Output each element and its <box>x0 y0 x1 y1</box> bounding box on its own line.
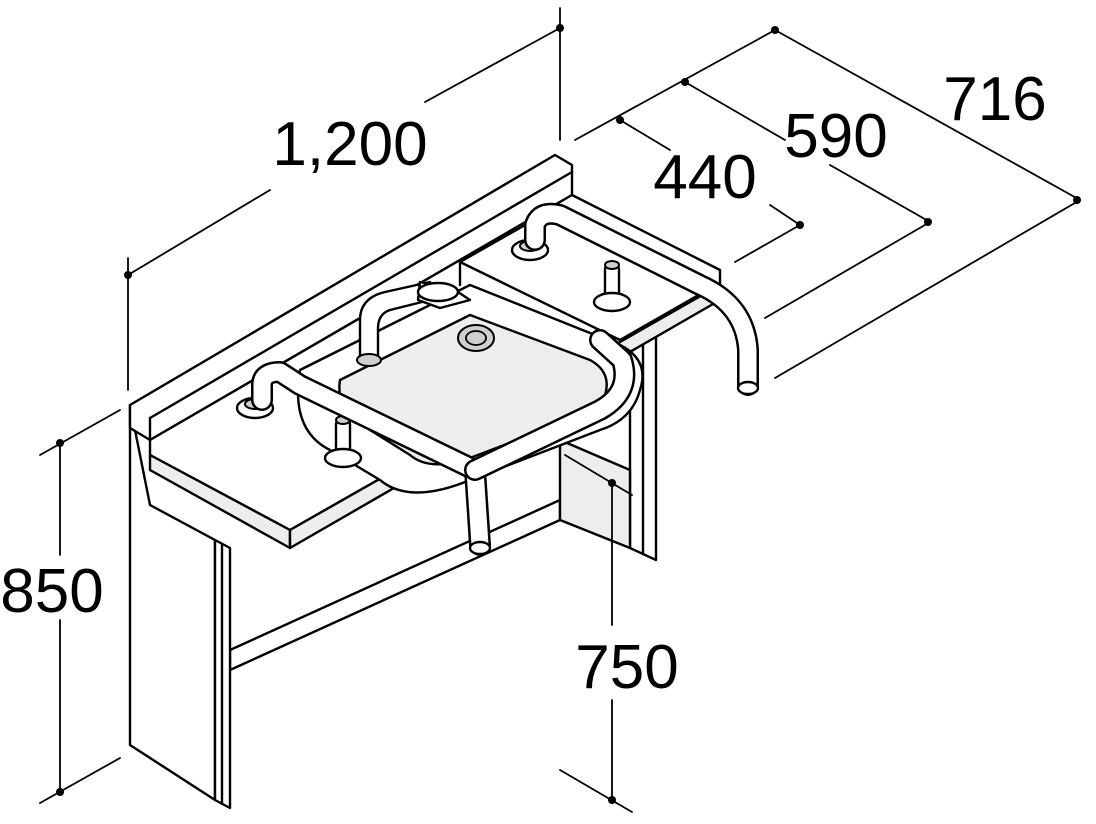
front-grab-bar <box>251 329 636 556</box>
depth-590-label: 590 <box>784 102 887 171</box>
depth-716-label: 716 <box>943 65 1046 134</box>
depth-440-label: 440 <box>653 143 756 212</box>
width-dimension-label: 1,200 <box>272 110 427 179</box>
apron-back <box>558 438 632 550</box>
basin-faucet <box>356 280 472 367</box>
drain <box>457 324 495 352</box>
washbasin-unit <box>128 153 760 810</box>
dimension-lines <box>39 7 1081 813</box>
height-850-label: 850 <box>0 557 103 626</box>
rear-grab-bar <box>524 202 760 396</box>
clearance-750-label: 750 <box>575 633 678 702</box>
